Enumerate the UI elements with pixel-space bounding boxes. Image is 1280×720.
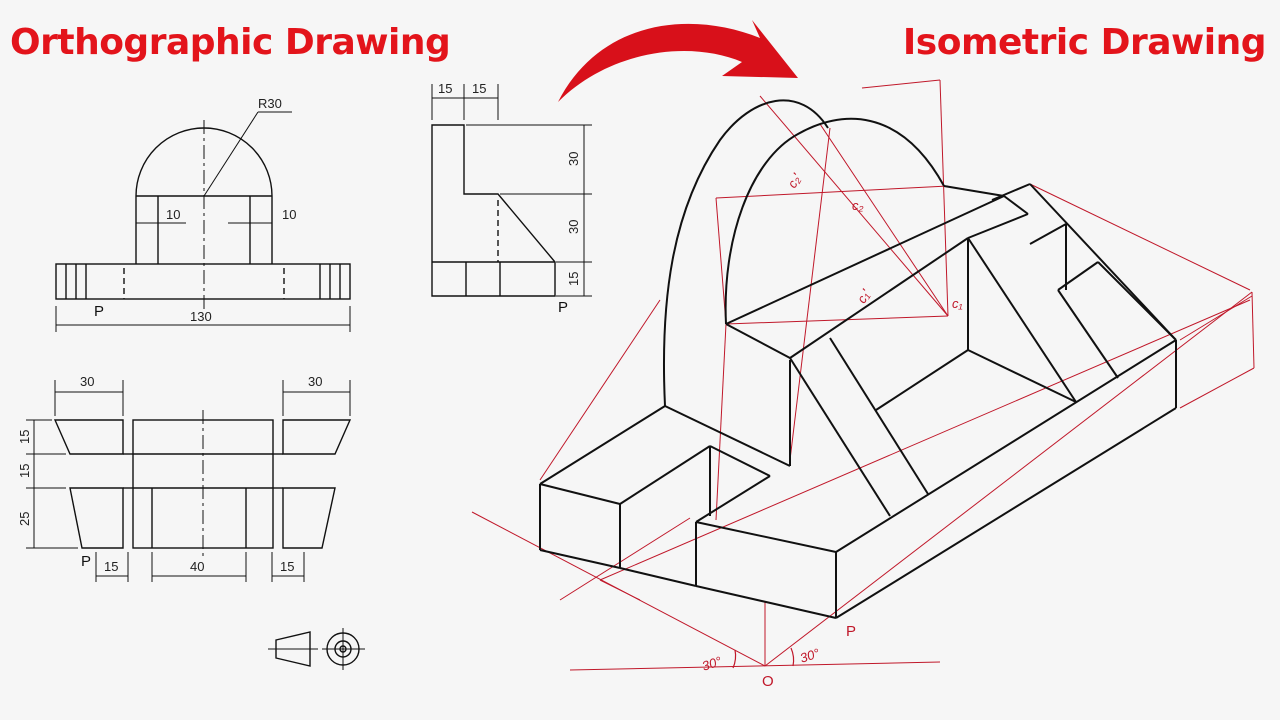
dim-top-15-b: 15 — [17, 464, 32, 478]
dim-top-15-a: 15 — [17, 430, 32, 444]
orthographic-drawing-title: Orthographic Drawing — [10, 22, 451, 63]
dim-side-30-mid: 30 — [566, 220, 581, 234]
dim-top-30-right: 30 — [308, 374, 322, 389]
dim-130: 130 — [190, 309, 212, 324]
dim-side-30-top: 30 — [566, 152, 581, 166]
dim-top-25: 25 — [17, 512, 32, 526]
dim-front-10-left: 10 — [166, 207, 180, 222]
dim-top-30-left: 30 — [80, 374, 94, 389]
label-angle-30-left: 30° — [700, 653, 723, 673]
curved-arrow — [558, 20, 798, 102]
isometric-object — [539, 99, 1177, 619]
dim-side-15-bottom: 15 — [566, 272, 581, 286]
dim-side-15-left: 15 — [438, 81, 452, 96]
dim-r30: R30 — [258, 96, 282, 111]
label-c2-prime: c₂' — [784, 171, 804, 191]
front-point-p: P — [94, 303, 104, 320]
top-point-p: P — [81, 553, 91, 570]
front-view-base — [55, 263, 351, 300]
dim-front-10-right: 10 — [282, 207, 296, 222]
dim-top-40: 40 — [190, 559, 204, 574]
projection-symbol-icon — [268, 628, 365, 670]
isometric-drawing-title: Isometric Drawing — [902, 22, 1267, 63]
label-c2: c₂ — [852, 198, 864, 213]
dim-top-15-br: 15 — [280, 559, 294, 574]
isometric-construction-lines — [471, 79, 1255, 671]
iso-origin-o: O — [762, 673, 774, 690]
top-view — [26, 380, 352, 582]
iso-point-p: P — [846, 623, 856, 640]
dim-top-15-bl: 15 — [104, 559, 118, 574]
side-point-p: P — [558, 299, 568, 316]
label-angle-30-right: 30° — [798, 645, 821, 665]
dim-side-15-right: 15 — [472, 81, 486, 96]
label-c1: c₁ — [952, 296, 963, 311]
front-view — [55, 111, 351, 332]
side-view — [431, 84, 592, 297]
isometric-angle-arcs — [732, 647, 795, 669]
